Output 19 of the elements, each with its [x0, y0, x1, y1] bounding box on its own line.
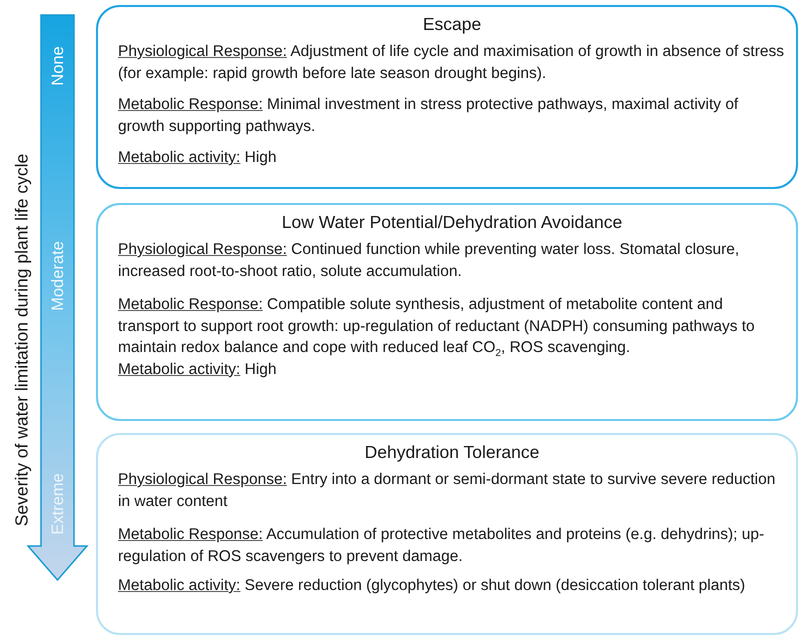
category-card [96, 203, 798, 421]
description-text: Metabolic Response: Accumulation of protective metabolites and proteins (e.g. dehydrins); up-regulation of ROS scavengers to prevent damage. [118, 525, 766, 566]
description-text: Physiological Response: Entry into a dormant or semi-dormant state to survive severe reduction in water content [118, 470, 776, 512]
description-text: Metabolic Response: Minimal investment in stress protective pathways, maximal activity of growth supporting pathways. [118, 95, 740, 136]
description-text: Metabolic activity: Severe reduction (glycophytes) or shut down (desiccation tolerant plants) [118, 576, 746, 596]
description-text: Physiological Response: Continued function while preventing water loss. Stomatal closure, increased root-to-shoot ratio, solute accumulation. [118, 240, 740, 282]
description-text: Metabolic activity: High [118, 148, 278, 168]
description-text: Metabolic activity: High [118, 360, 278, 380]
card-heading: Dehydration Tolerance [364, 441, 540, 463]
description-text: Physiological Response: Adjustment of life cycle and maximisation of growth in absence of stress (for example: rapid growth before late season drought begins). [118, 42, 785, 84]
axis-label: Severity of water limitation during plant life cycle [13, 154, 31, 526]
card-heading: Low Water Potential/Dehydration Avoidance [280, 211, 624, 233]
level-label: Moderate [50, 241, 66, 311]
card-heading: Escape [422, 13, 482, 35]
category-card [96, 5, 798, 189]
level-label: None [50, 46, 66, 86]
level-label: Extreme [50, 473, 66, 535]
description-text: Metabolic Response: Compatible solute synthesis, adjustment of metabolite content and transport to support root growth: up-regulation of reductant (NADPH) consuming pathways to maintain redox balance and cope with reduced leaf CO$_{2}$, ROS scavenging. [118, 295, 756, 358]
category-card [96, 433, 798, 635]
